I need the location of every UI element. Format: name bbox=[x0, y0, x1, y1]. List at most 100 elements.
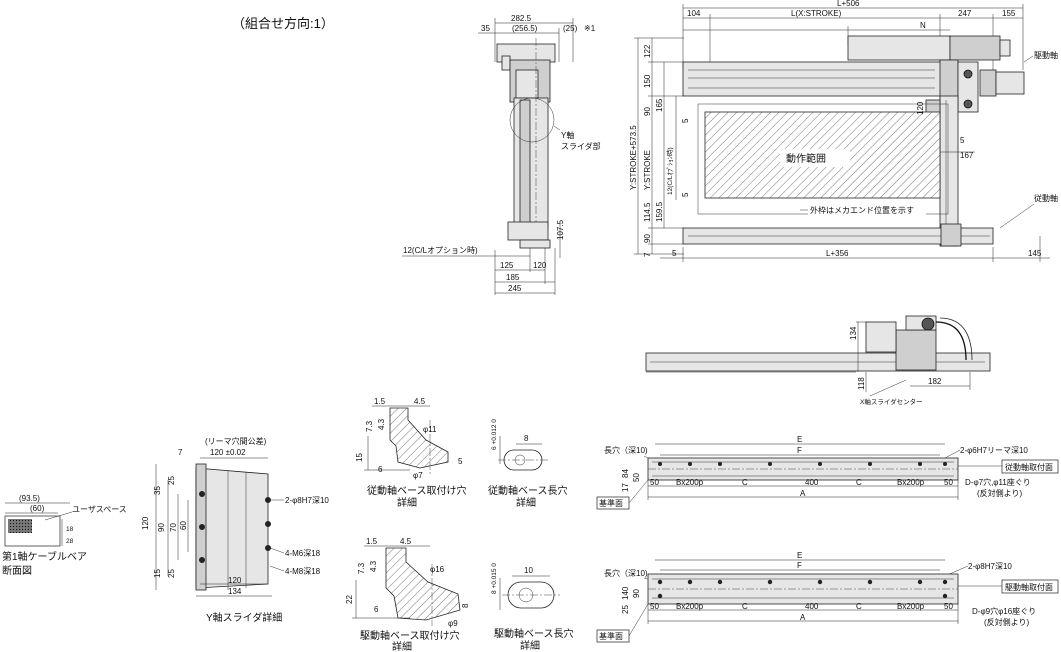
title: （組合せ方向:1） bbox=[232, 16, 334, 31]
driven-base-note-1: D-φ7穴,φ11座ぐり bbox=[965, 477, 1031, 487]
slider-dim-25-bottom: 25 bbox=[167, 569, 176, 578]
driven-hole-dim-4-3: 4.3 bbox=[377, 418, 386, 430]
drive-base-pin-note: 2-φ8H7深10 bbox=[968, 562, 1012, 571]
dim-145: 145 bbox=[1028, 249, 1042, 258]
drive-hole-dim-4-3: 4.3 bbox=[369, 560, 378, 572]
driven-axis-label: 従動軸 bbox=[1034, 193, 1058, 203]
callout-m6: 4-M6深18 bbox=[285, 549, 321, 558]
dim-165: 165 bbox=[655, 98, 664, 112]
slider-dim-120: 120 bbox=[141, 516, 150, 530]
dim-28-cable: 28 bbox=[66, 538, 74, 545]
driven-slot-dim-8: 8 bbox=[524, 434, 529, 443]
driven-base-b50-right: 50 bbox=[944, 478, 953, 487]
drive-base-slot-label: 長穴（深10) bbox=[604, 568, 648, 578]
driven-base-c-right: C bbox=[856, 478, 862, 487]
y-slider-detail: (リーマ穴間公差) 120 ±0.02 7 25 35 120 90 70 60… bbox=[141, 436, 329, 624]
drive-hole-detail: 1.5 4.5 7.3 4.3 22 6 φ16 φ9 8 駆動軸ベース取付け穴… bbox=[345, 537, 470, 652]
drive-slot-tol: 8 +0.015 0 bbox=[491, 563, 498, 594]
dim-245: 245 bbox=[508, 284, 522, 293]
dim-7: 7 bbox=[643, 252, 652, 257]
cable-section: (93.5) (60) ユーザスペース 18 28 第1軸ケーブルベア 断面図 bbox=[2, 494, 127, 577]
drive-base-f: F bbox=[797, 561, 802, 570]
drive-base-c-left: C bbox=[742, 602, 748, 611]
drive-hole-phi16: φ16 bbox=[430, 565, 445, 574]
driven-hole-dim-7-3: 7.3 bbox=[365, 420, 374, 432]
driven-hole-caption-1: 従動軸ベース取付け穴 bbox=[367, 484, 467, 497]
slider-dim-134: 134 bbox=[228, 587, 242, 596]
front-view: 282.5 35 (256.5) (25) ※1 Y軸 スライダ部 107.5 … bbox=[402, 14, 601, 295]
driven-base-holes bbox=[658, 462, 947, 466]
drive-base-400: 400 bbox=[805, 602, 819, 611]
dim-185: 185 bbox=[506, 273, 520, 282]
dim-155: 155 bbox=[1002, 9, 1016, 18]
driven-base-bx200-left: Bx200p bbox=[676, 478, 704, 487]
dim-l-xstroke: L(X:STROKE) bbox=[791, 9, 842, 18]
drive-slot-dim-10: 10 bbox=[524, 566, 533, 575]
dim-167: 167 bbox=[960, 151, 974, 160]
slider-dim-90: 90 bbox=[157, 523, 166, 532]
driven-hole-detail: 1.5 4.5 7.3 4.3 15 6 φ11 φ7 5 従動軸ベース取付け穴… bbox=[355, 397, 467, 509]
dim-120-right: 120 bbox=[916, 101, 925, 115]
dim-114-5: 114.5 bbox=[643, 202, 652, 222]
callout-m8: 4-M8深18 bbox=[285, 567, 321, 576]
dim-125: 125 bbox=[500, 261, 514, 270]
drive-base-dim-90: 90 bbox=[632, 589, 641, 598]
dim-y-stroke: Y:STROKE bbox=[643, 150, 652, 190]
dim-35: 35 bbox=[481, 24, 490, 33]
dim-18-cable: 18 bbox=[66, 526, 74, 533]
drive-base: 長穴（深10) E F 2-φ8H7深10 140 90 25 bbox=[596, 551, 1059, 643]
dim-150: 150 bbox=[643, 74, 652, 88]
driven-base-dim-50: 50 bbox=[632, 473, 641, 482]
side-view: 134 118 182 X軸スライダセンター bbox=[645, 315, 991, 406]
drive-base-a: A bbox=[800, 613, 806, 622]
drive-hole-caption-2: 詳細 bbox=[392, 640, 412, 652]
x-slider-center-label: X軸スライダセンター bbox=[860, 397, 923, 406]
slider-dim-60: 60 bbox=[179, 521, 188, 530]
dim-122: 122 bbox=[643, 44, 652, 58]
slider-top-label-2: 120 ±0.02 bbox=[210, 448, 246, 457]
driven-hole-dim-15: 15 bbox=[355, 453, 364, 462]
dim-5-b: 5 bbox=[681, 192, 690, 197]
dim-5-bottom: 5 bbox=[672, 249, 677, 258]
driven-base-bx200-right: Bx200p bbox=[897, 478, 925, 487]
slider-top-label-1: (リーマ穴間公差) bbox=[205, 436, 267, 446]
dim-107-5: 107.5 bbox=[556, 219, 565, 240]
dim-104: 104 bbox=[687, 9, 701, 18]
drive-base-dim-140: 140 bbox=[621, 586, 630, 600]
user-space-label: ユーザスペース bbox=[72, 505, 127, 514]
slider-dim-35: 35 bbox=[153, 486, 162, 495]
drive-base-b50-right: 50 bbox=[944, 602, 953, 611]
dim-5-right: 5 bbox=[960, 136, 965, 145]
driven-slot-caption-2: 詳細 bbox=[516, 496, 536, 509]
dim-n: N bbox=[920, 21, 926, 30]
dim-134-side: 134 bbox=[849, 326, 858, 340]
dim-90-a: 90 bbox=[643, 107, 652, 116]
driven-hole-phi11: φ11 bbox=[423, 425, 437, 434]
drive-base-e: E bbox=[797, 551, 802, 560]
dim-y-stroke-573: Y:STROKE+573.5 bbox=[629, 125, 638, 190]
mecha-end-note: 外枠はメカエンド位置を示す bbox=[810, 205, 914, 215]
driven-base-tag: 従動軸取付面 bbox=[1005, 462, 1053, 472]
driven-base-pin-note: 2-φ6H7リーマ深10 bbox=[960, 446, 1028, 455]
dim-247: 247 bbox=[958, 9, 972, 18]
drive-base-dim-25: 25 bbox=[621, 605, 630, 614]
driven-hole-caption-2: 詳細 bbox=[397, 496, 417, 509]
drive-base-note-1: D-φ9穴φ16座ぐり bbox=[972, 606, 1036, 616]
drive-base-bx200-left: Bx200p bbox=[676, 602, 704, 611]
driven-base-b50-left: 50 bbox=[650, 478, 659, 487]
driven-base-f: F bbox=[797, 446, 802, 455]
driven-base-datum: 基準面 bbox=[599, 498, 623, 508]
driven-slot-caption-1: 従動軸ベース長穴 bbox=[488, 484, 568, 497]
driven-hole-dim-5: 5 bbox=[458, 457, 463, 466]
work-area-label: 動作範囲 bbox=[786, 152, 826, 165]
y-slider-label-1: Y軸 bbox=[561, 130, 574, 140]
dim-159-5: 159.5 bbox=[655, 201, 664, 222]
dim-60: (60) bbox=[30, 504, 45, 513]
drive-hole-caption-1: 駆動軸ベース取付け穴 bbox=[360, 629, 460, 642]
drive-hole-dim-8: 8 bbox=[461, 603, 470, 608]
callout-phi8h7: 2-φ8H7深10 bbox=[285, 496, 329, 505]
dim-256-5: (256.5) bbox=[512, 24, 538, 33]
drive-hole-dim-4-5: 4.5 bbox=[400, 537, 412, 546]
driven-base: 長穴（深10) E F 2-φ6H7リーマ深10 84 17 50 50 Bx2… bbox=[596, 435, 1059, 510]
drive-base-bx200-right: Bx200p bbox=[897, 602, 925, 611]
